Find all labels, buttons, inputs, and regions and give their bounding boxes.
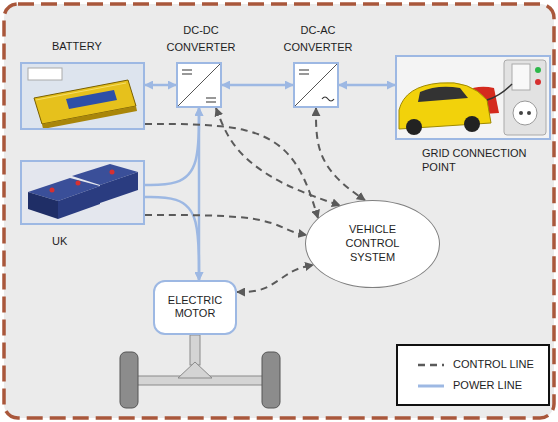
dc-symbol [299,70,309,74]
drive-shaft [190,335,200,365]
node-label: ELECTRIC MOTOR [160,294,230,322]
motor-box: ELECTRIC MOTOR [153,280,237,335]
legend-swatch [418,381,444,391]
capacitor-terminal [76,181,81,186]
converter-ground [295,64,337,106]
control-line [145,124,318,218]
capacitor-module [100,172,138,203]
text-holder: UK [52,231,112,249]
heading-label: BATTERY [52,40,102,54]
legend-line-sample [418,363,444,366]
socket-pin [527,111,531,115]
socket-pin [519,111,523,115]
ac-symbol [322,97,334,101]
control-line [316,108,365,200]
differential [178,362,212,378]
power-line [145,108,199,185]
legend-row: POWER LINE [418,375,538,396]
control-line [216,108,340,205]
battery-tag [28,68,62,80]
system-boundary [4,4,554,418]
legend-row: CONTROL LINE [418,354,538,375]
text-holder: ELECTRIC MOTOR [160,294,230,322]
text-holder: VEHICLE CONTROL SYSTEM [323,223,423,265]
ultracapacitor-frame: UK [20,160,145,225]
wheel [262,352,280,408]
battery-pack-side [42,106,137,129]
heading-label: GRID CONNECTION POINT [422,147,550,175]
power-line [339,84,395,87]
car-window [418,87,468,102]
converter-diagonal [295,64,337,106]
heading-label: DC-AC CONVERTER [280,22,356,56]
capacitor-terminal [110,170,115,175]
uk-photo-ground [22,162,143,223]
dc-symbol [182,70,216,102]
grid-photo-frame: GRID CONNECTION POINT [395,55,551,140]
car-wheel [406,119,422,135]
legend-swatch [418,360,444,370]
socket-panel [504,60,546,135]
heading-label: UK [52,235,67,249]
control-system-cloud: VEHICLE CONTROL SYSTEM [305,200,440,288]
legend-label: POWER LINE [453,379,522,393]
capacitor-module [58,186,100,219]
legend-label: CONTROL LINE [453,358,534,372]
wall-socket [513,101,537,125]
charging-cable [487,84,512,100]
text-holder: DC-AC CONVERTER [280,22,356,56]
indicator-light [535,79,541,85]
capacitor-module [28,192,58,219]
converter-box: DC-DC CONVERTER [176,62,222,108]
legend-line-sample [418,384,444,387]
power-line [145,84,176,87]
charger-module [512,64,530,90]
power-line [222,84,293,87]
heading-label: DC-DC CONVERTER [163,22,239,56]
legend-box: CONTROL LINE POWER LINE [396,344,550,406]
control-line [237,265,313,292]
control-line [145,215,306,235]
battery-cell-line [36,83,126,100]
converter-diagonal [178,64,220,106]
text-holder: BATTERY [52,36,142,54]
text-holder: GRID CONNECTION POINT [422,147,550,175]
converter-box: DC-AC CONVERTER [293,62,339,108]
wheel [120,352,138,408]
car-wheel [464,116,480,132]
capacitor-terminal [50,188,55,193]
battery-photo-ground [22,64,143,128]
indicator-light [535,67,541,73]
converter-ground [178,64,220,106]
power-line [145,197,199,280]
node-label: VEHICLE CONTROL SYSTEM [323,223,423,264]
text-holder: DC-DC CONVERTER [163,22,239,56]
grid-photo-ground [397,57,549,138]
power-line [198,108,201,280]
battery-frame: BATTERY [20,62,145,130]
